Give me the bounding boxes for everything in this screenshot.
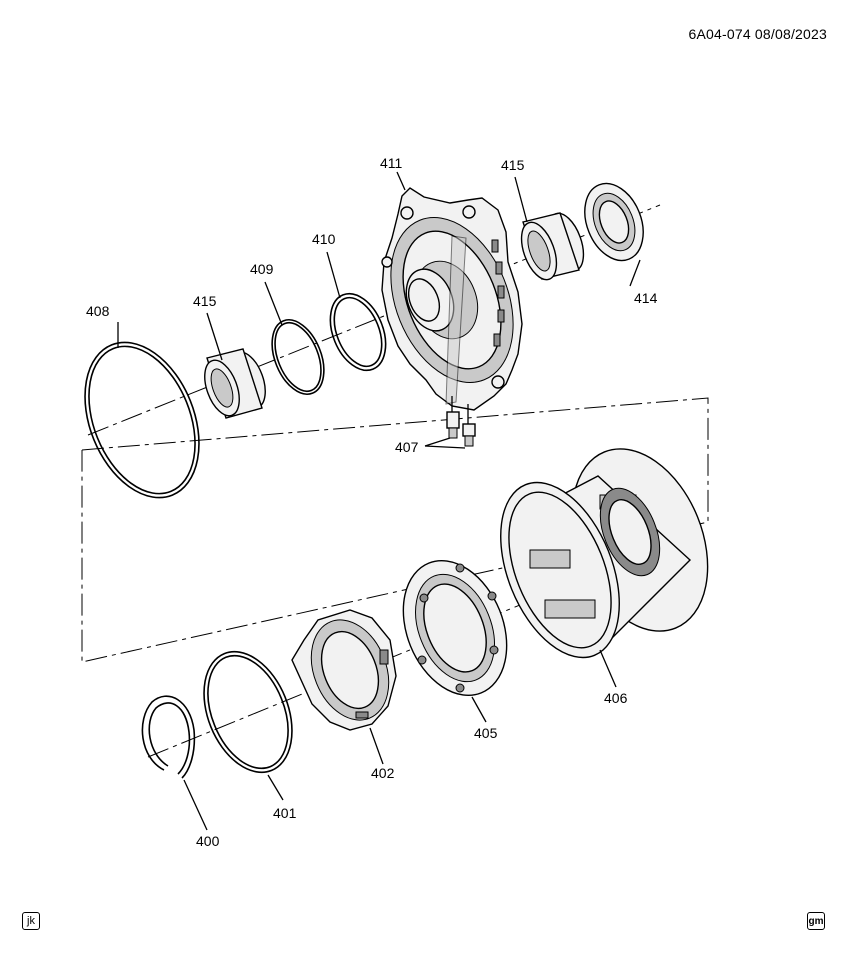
callout-415-right: 415 xyxy=(501,157,525,173)
part-410-seal-ring[interactable] xyxy=(320,286,396,379)
part-411-support-housing[interactable] xyxy=(368,187,536,411)
part-406-clutch-housing[interactable] xyxy=(477,429,733,675)
part-415-needle-bearing-right[interactable] xyxy=(515,209,591,285)
callout-415-left: 415 xyxy=(193,293,217,309)
part-401-seal-ring[interactable] xyxy=(187,639,308,786)
callout-407: 407 xyxy=(395,439,419,455)
part-415-needle-bearing[interactable] xyxy=(198,348,272,421)
callout-410: 410 xyxy=(312,231,336,247)
leader-lines xyxy=(117,171,641,831)
callout-409: 409 xyxy=(250,261,274,277)
callout-408: 408 xyxy=(86,303,110,319)
gm-logo-badge: gm xyxy=(807,912,825,930)
callout-405: 405 xyxy=(474,725,498,741)
callout-406: 406 xyxy=(604,690,628,706)
callout-400: 400 xyxy=(196,833,220,849)
part-405-spring-assembly[interactable] xyxy=(384,545,525,711)
part-414-oil-seal[interactable] xyxy=(574,175,654,269)
callout-401: 401 xyxy=(273,805,297,821)
part-409-seal-ring[interactable] xyxy=(262,312,334,402)
part-402-clutch-piston[interactable] xyxy=(291,608,403,731)
illustrator-badge: jk xyxy=(22,912,40,930)
part-408-seal-ring[interactable] xyxy=(63,325,220,514)
callout-411: 411 xyxy=(380,155,403,171)
part-400-snap-ring[interactable] xyxy=(141,695,196,779)
part-407-bolts[interactable] xyxy=(446,396,476,447)
callout-414: 414 xyxy=(634,290,658,306)
callout-402: 402 xyxy=(371,765,395,781)
diagram-code: 6A04-074 08/08/2023 xyxy=(688,26,827,42)
